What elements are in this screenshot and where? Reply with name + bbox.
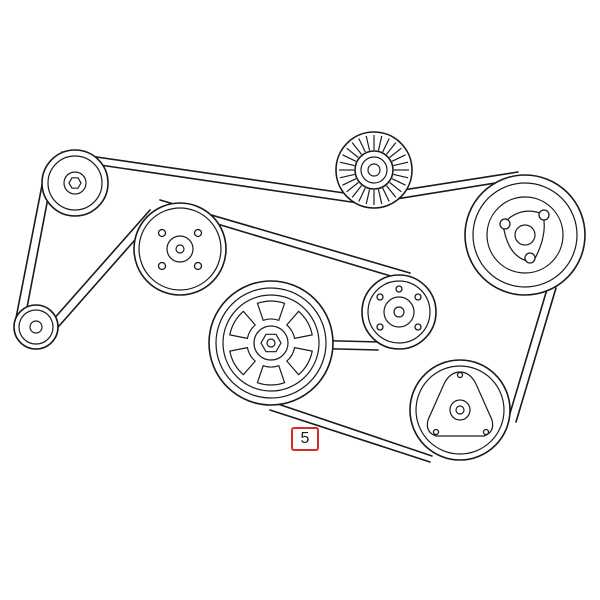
tensioner-tooth bbox=[358, 187, 366, 202]
tensioner-tooth bbox=[393, 161, 409, 167]
tensioner-tooth bbox=[342, 178, 357, 186]
tensioner-tooth bbox=[382, 138, 390, 153]
tensioner-tooth bbox=[377, 189, 383, 205]
tensioner-tooth bbox=[393, 173, 409, 179]
serpentine-belt bbox=[15, 151, 557, 463]
tensioner-tooth bbox=[346, 147, 359, 158]
ac-compressor-pulley bbox=[409, 359, 511, 461]
tensioner-tooth bbox=[377, 135, 383, 151]
tensioner-tooth bbox=[351, 142, 362, 155]
idler-lower-left bbox=[13, 304, 59, 350]
alternator-pulley bbox=[361, 274, 437, 350]
crank-window bbox=[256, 364, 286, 386]
tensioner-tooth bbox=[358, 138, 366, 153]
tensioner-tooth bbox=[365, 189, 371, 205]
tensioner-tooth bbox=[351, 185, 362, 198]
crankshaft-pulley bbox=[208, 280, 334, 406]
crank-window bbox=[229, 310, 257, 340]
crank-window bbox=[285, 310, 313, 340]
tensioner-tooth bbox=[386, 142, 397, 155]
crank-window bbox=[256, 300, 286, 322]
callout-label: 5 bbox=[291, 427, 319, 451]
tensioner-tooth bbox=[391, 178, 406, 186]
tensioner-tooth bbox=[391, 154, 406, 162]
tensioner-tooth bbox=[382, 187, 390, 202]
tensioner-tooth bbox=[339, 161, 355, 167]
tensioner-tooth bbox=[342, 154, 357, 162]
crank-window bbox=[229, 346, 257, 376]
crank-window bbox=[285, 346, 313, 376]
tensioner-tooth bbox=[386, 185, 397, 198]
idler-upper-left bbox=[41, 149, 109, 217]
tensioner-tooth bbox=[365, 135, 371, 151]
tensioner-tooth bbox=[339, 173, 355, 179]
tensioner-tooth bbox=[346, 182, 359, 193]
tensioner-pulley bbox=[335, 131, 413, 209]
power-steering-pulley bbox=[133, 202, 227, 296]
tensioner-tooth bbox=[389, 147, 402, 158]
water-pump-pulley bbox=[464, 174, 586, 296]
tensioner-tooth bbox=[389, 182, 402, 193]
